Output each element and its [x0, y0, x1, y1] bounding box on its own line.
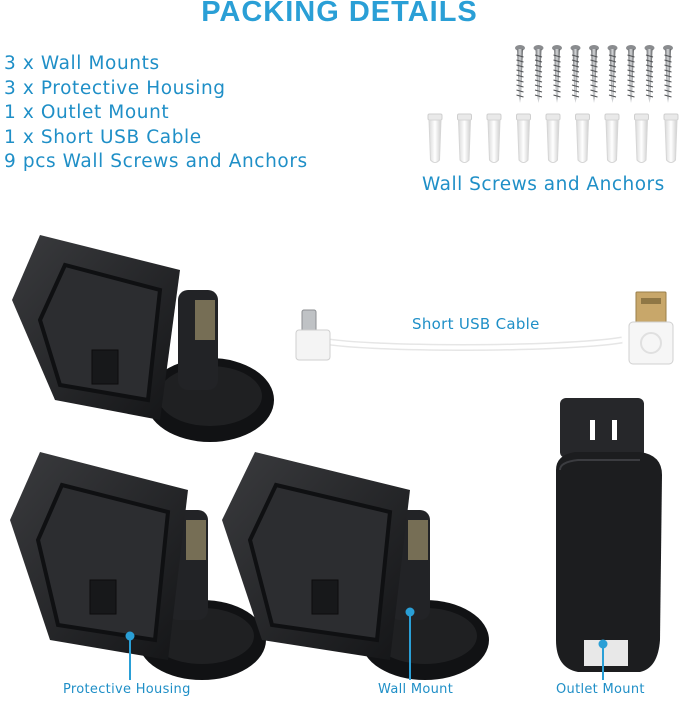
list-item: 1 x Short USB Cable	[4, 126, 202, 148]
screw	[533, 45, 544, 103]
protective-housing-label: Protective Housing	[63, 682, 191, 697]
anchor	[457, 113, 472, 163]
screw	[552, 45, 562, 103]
list-item: 1 x Outlet Mount	[4, 102, 170, 123]
screw	[515, 45, 525, 103]
anchor	[634, 113, 649, 163]
outlet-mount	[556, 398, 662, 672]
screw	[607, 45, 618, 103]
callouts	[125, 607, 608, 680]
page-title: PACKING DETAILS	[201, 0, 478, 28]
list-item: 9 pcs Wall Screws and Anchors	[4, 151, 308, 172]
anchor	[545, 113, 561, 163]
anchor	[427, 113, 443, 163]
wall-screws	[515, 45, 673, 103]
package-list: 3 x Wall Mounts 3 x Protective Housing 1…	[4, 52, 308, 175]
screw	[644, 45, 655, 103]
mount-set-bottom-left	[10, 452, 266, 680]
anchor	[575, 113, 590, 163]
mount-set-top	[12, 235, 274, 442]
wall-mount-label: Wall Mount	[378, 682, 454, 697]
screw	[589, 45, 599, 103]
usb-cable-label: Short USB Cable	[412, 315, 540, 333]
anchor	[604, 113, 620, 163]
screw	[663, 45, 673, 103]
screw	[626, 45, 636, 103]
outlet-mount-label: Outlet Mount	[556, 682, 645, 697]
screw	[570, 45, 581, 103]
usb-cable	[295, 291, 674, 365]
anchor	[516, 113, 531, 163]
anchor	[486, 113, 502, 163]
anchor	[663, 113, 679, 163]
list-item: 3 x Protective Housing	[4, 77, 226, 99]
wall-anchors	[427, 113, 679, 163]
screws-label: Wall Screws and Anchors	[422, 174, 665, 195]
list-item: 3 x Wall Mounts	[4, 53, 160, 74]
mount-set-bottom-right	[222, 452, 489, 680]
